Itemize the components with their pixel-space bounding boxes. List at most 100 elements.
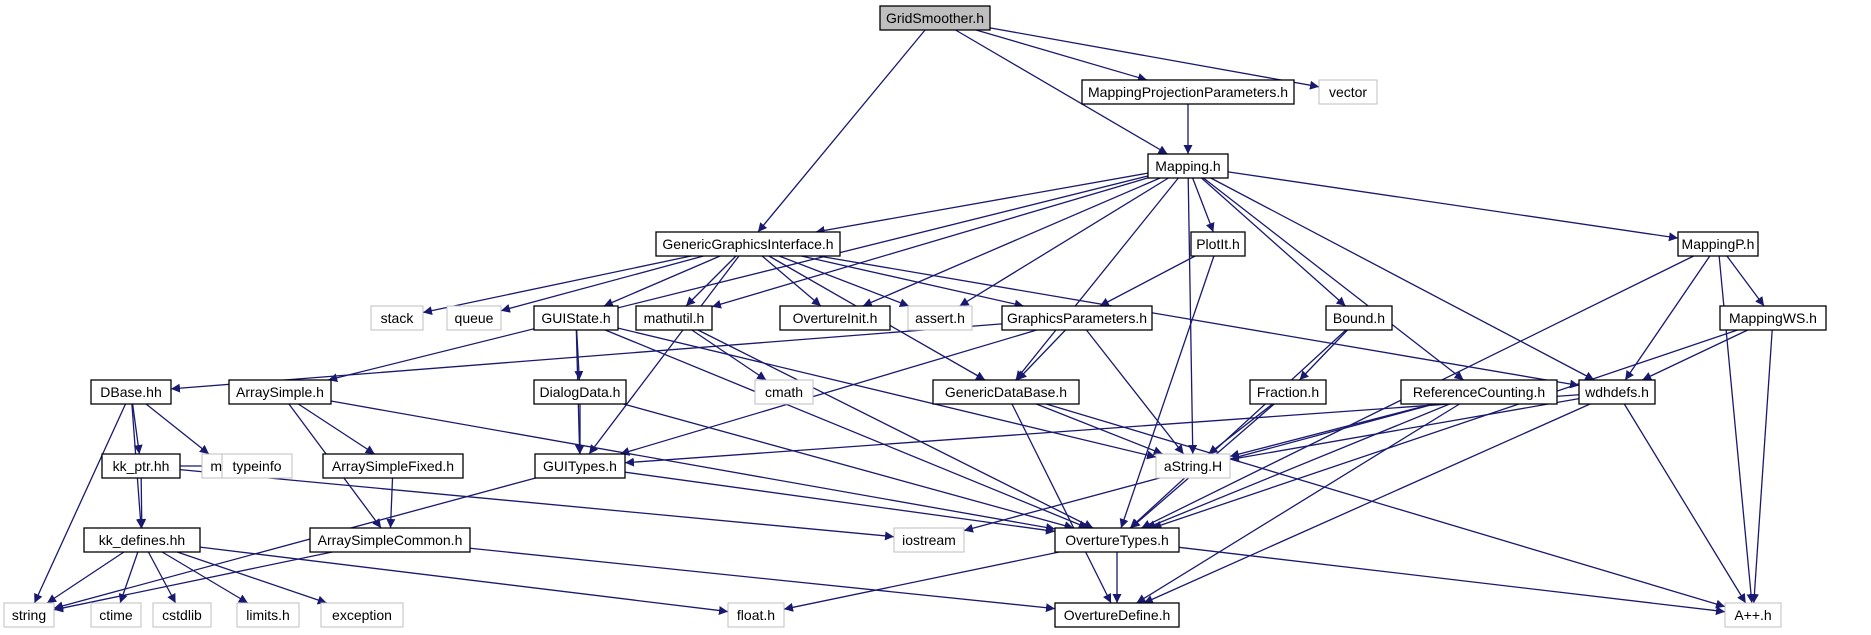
- node-label: Fraction.h: [1257, 384, 1319, 400]
- node-label: DialogData.h: [540, 384, 621, 400]
- node-queue: queue: [446, 305, 502, 331]
- node-plotit-h[interactable]: PlotIt.h: [1190, 231, 1246, 257]
- node-kk-ptr-hh[interactable]: kk_ptr.hh: [101, 453, 181, 479]
- node-genericdatabase-h[interactable]: GenericDataBase.h: [932, 379, 1080, 405]
- node-box: [83, 527, 201, 553]
- edge-mappingws-to-wdhdefs: [1642, 329, 1748, 381]
- edge-gridsmoother-to-mappingprojectionparameters: [975, 29, 1148, 82]
- node-wdhdefs-h[interactable]: wdhdefs.h: [1578, 379, 1656, 405]
- node-astring-h: aString.H: [1155, 453, 1231, 479]
- node-arraysimple-h[interactable]: ArraySimple.h: [228, 379, 332, 405]
- node-label: cstdlib: [162, 607, 202, 623]
- node-box: [1400, 379, 1558, 405]
- node-typeinfo: typeinfo: [221, 453, 293, 479]
- node-box: [533, 379, 627, 405]
- node-box: [1147, 153, 1229, 179]
- edge-arraysimplefixed-to-arraysimplecommon: [386, 477, 396, 529]
- node-label: OvertureTypes.h: [1065, 532, 1169, 548]
- node-label: DBase.hh: [100, 384, 161, 400]
- node-gridsmoother-h[interactable]: GridSmoother.h: [879, 5, 991, 31]
- node-label: iostream: [902, 532, 956, 548]
- node-mappingws-h[interactable]: MappingWS.h: [1719, 305, 1827, 331]
- edge-mappingp-to-wdhdefs: [1624, 255, 1711, 381]
- node-genericgraphicsinterface-h[interactable]: GenericGraphicsInterface.h: [655, 231, 841, 257]
- edge-referencecounting-to-overturetypes: [1146, 403, 1450, 529]
- node-mathutil-h[interactable]: mathutil.h: [635, 305, 713, 331]
- node-label: cmath: [765, 384, 803, 400]
- node-label: MappingP.h: [1682, 236, 1755, 252]
- node-guitypes-h[interactable]: GUITypes.h: [534, 453, 626, 479]
- node-box: [879, 5, 991, 31]
- node-label: exception: [332, 607, 392, 623]
- node-mappingprojectionparameters-h[interactable]: MappingProjectionParameters.h: [1081, 79, 1295, 105]
- node-vector: vector: [1318, 79, 1378, 105]
- node-box: [1155, 453, 1231, 479]
- node-mapping-h[interactable]: Mapping.h: [1147, 153, 1229, 179]
- edge-kk-defines-to-exception: [176, 551, 328, 605]
- edge-guitypes-to-string: [53, 477, 536, 611]
- node-box: [779, 305, 891, 331]
- edge-genericdatabase-to-app: [1046, 403, 1726, 609]
- node-ctime: ctime: [90, 602, 142, 628]
- node-arraysimplecommon-h[interactable]: ArraySimpleCommon.h: [309, 527, 471, 553]
- node-box: [907, 305, 973, 331]
- node-box: [1325, 305, 1393, 331]
- edge-mappingp-to-mappingws: [1726, 255, 1765, 307]
- node-overturetypes-h[interactable]: OvertureTypes.h: [1054, 527, 1180, 553]
- edge-mapping-to-bound: [1201, 177, 1346, 307]
- dependency-edges: [33, 27, 1773, 616]
- node-string: string: [3, 602, 55, 628]
- node-label: Bound.h: [1333, 310, 1385, 326]
- edge-plotit-to-graphicsparameters: [1099, 255, 1196, 307]
- edge-graphicsparameters-to-genericdatabase: [1017, 329, 1066, 381]
- edge-mapping-to-astring: [1187, 177, 1198, 455]
- node-label: assert.h: [915, 310, 965, 326]
- edge-genericgraphicsinterface-to-assert: [778, 255, 910, 307]
- edge-plotit-to-overturetypes: [1119, 255, 1215, 529]
- node-mappingp-h[interactable]: MappingP.h: [1677, 231, 1759, 257]
- node-dbase-hh[interactable]: DBase.hh: [90, 379, 172, 405]
- node-kk-defines-hh[interactable]: kk_defines.hh: [83, 527, 201, 553]
- node-label: stack: [381, 310, 415, 326]
- node-label: ArraySimpleFixed.h: [332, 458, 454, 474]
- node-label: GenericDataBase.h: [945, 384, 1067, 400]
- node-box: [1249, 379, 1327, 405]
- node-label: aString.H: [1164, 458, 1222, 474]
- node-label: OvertureInit.h: [793, 310, 878, 326]
- edge-kk-ptr-to-iostream: [179, 469, 895, 541]
- node-dialogdata-h[interactable]: DialogData.h: [533, 379, 627, 405]
- edge-guistate-to-overturetypes: [604, 329, 1089, 529]
- edge-bound-to-overturetypes: [1129, 329, 1347, 529]
- node-arraysimplefixed-h[interactable]: ArraySimpleFixed.h: [322, 453, 464, 479]
- edge-graphicsparameters-to-astring: [1085, 329, 1185, 455]
- node-overtureinit-h[interactable]: OvertureInit.h: [779, 305, 891, 331]
- node-label: PlotIt.h: [1196, 236, 1240, 252]
- node-label: OvertureDefine.h: [1064, 607, 1171, 623]
- node-referencecounting-h[interactable]: ReferenceCounting.h: [1400, 379, 1558, 405]
- node-float-h: float.h: [727, 602, 785, 628]
- edge-genericgraphicsinterface-to-mathutil: [685, 255, 737, 307]
- edge-guistate-to-astring: [617, 327, 1157, 460]
- node-box: [228, 379, 332, 405]
- node-label: A++.h: [1734, 607, 1771, 623]
- node-label: MappingWS.h: [1729, 310, 1817, 326]
- edge-wdhdefs-to-astring: [1229, 397, 1580, 463]
- node-fraction-h[interactable]: Fraction.h: [1249, 379, 1327, 405]
- node-label: limits.h: [246, 607, 290, 623]
- edge-mapping-to-arraysimple: [328, 175, 1149, 383]
- node-graphicsparameters-h[interactable]: GraphicsParameters.h: [1001, 305, 1153, 331]
- edge-genericgraphicsinterface-to-stack: [422, 255, 692, 316]
- node-overturedefine-h[interactable]: OvertureDefine.h: [1054, 602, 1180, 628]
- node-bound-h[interactable]: Bound.h: [1325, 305, 1393, 331]
- edge-graphicsparameters-to-dbase: [170, 323, 1003, 393]
- node-box: [3, 602, 55, 628]
- node-label: wdhdefs.h: [1584, 384, 1649, 400]
- edge-graphicsparameters-to-guitypes: [620, 329, 1037, 456]
- node-box: [320, 602, 404, 628]
- node-guistate-h[interactable]: GUIState.h: [533, 305, 619, 331]
- edge-genericgraphicsinterface-to-queue: [500, 255, 704, 313]
- edge-mapping-to-wdhdefs: [1210, 177, 1595, 381]
- node-box: [1001, 305, 1153, 331]
- node-label: GenericGraphicsInterface.h: [662, 236, 833, 252]
